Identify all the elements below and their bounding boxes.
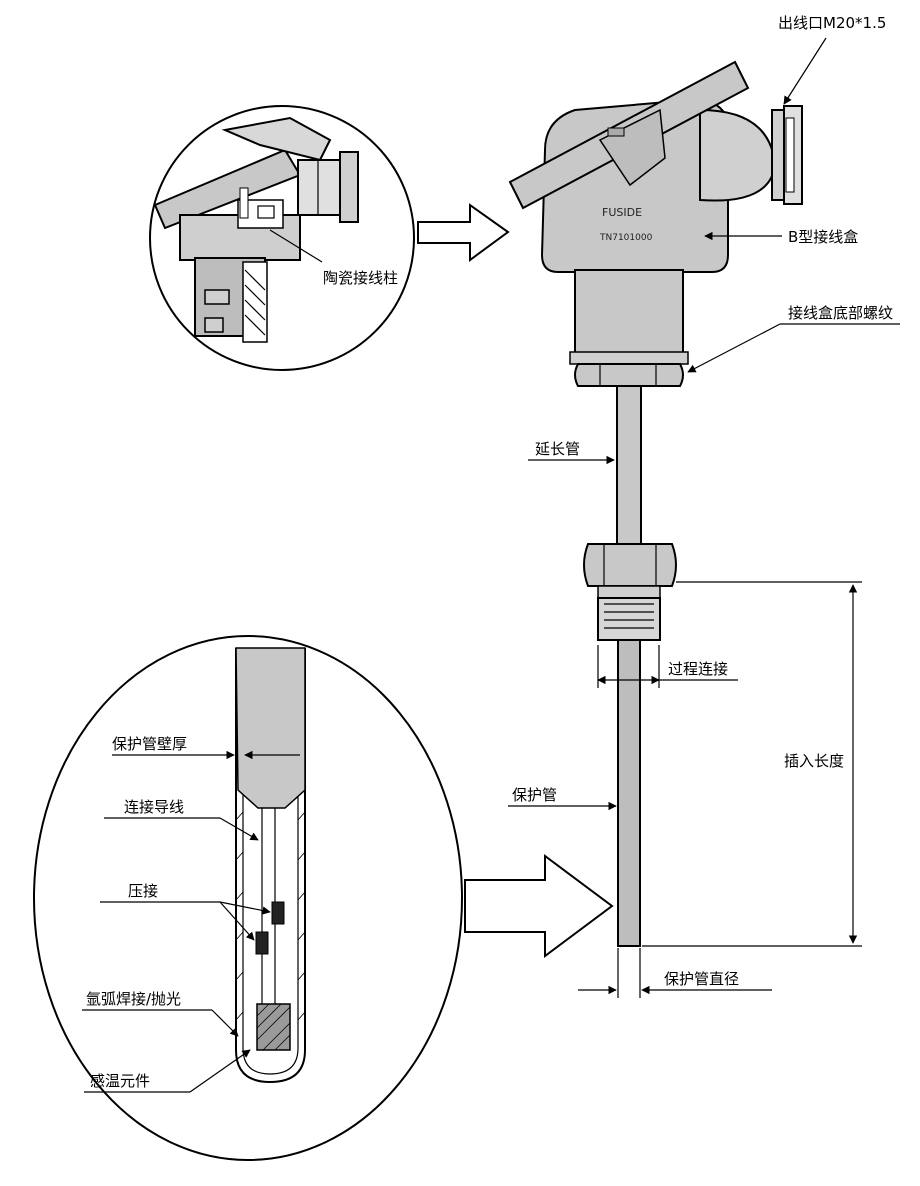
lead-wire-label: 连接导线	[124, 798, 184, 816]
junction-box-detail-circle: 陶瓷接线柱	[149, 105, 415, 371]
wall-thickness-callout: 保护管壁厚	[112, 735, 300, 760]
protection-tube-diameter-label: 保护管直径	[664, 970, 739, 988]
bottom-detail-arrow	[464, 854, 614, 958]
protection-tube	[617, 639, 641, 947]
protection-tube-label: 保护管	[512, 786, 557, 804]
extension-tube-callout: 延长管	[528, 440, 615, 465]
insertion-length-dimension: 插入长度	[642, 581, 862, 947]
wall-thickness-label: 保护管壁厚	[112, 735, 187, 753]
process-connection-callout: 过程连接	[597, 645, 738, 688]
argon-weld-callout: 氩弧焊接/抛光	[82, 990, 239, 1037]
model-text: TN7101000	[599, 233, 653, 243]
top-detail-arrow	[417, 203, 510, 262]
tube-tip-detail-circle: 保护管壁厚 连接导线 压接 氩弧焊接/抛光 感温元件	[33, 635, 463, 1161]
process-connection-label: 过程连接	[668, 660, 728, 678]
box-bottom-thread-label: 接线盒底部螺纹	[788, 304, 893, 322]
extension-tube-label: 延长管	[535, 440, 580, 458]
insertion-length-label: 插入长度	[784, 752, 844, 770]
ceramic-terminal-label: 陶瓷接线柱	[323, 269, 398, 287]
cable-gland	[771, 105, 803, 205]
crimp-label: 压接	[128, 882, 158, 900]
protection-tube-diameter-dimension: 保护管直径	[578, 948, 772, 998]
crimp-sleeve-upper	[271, 901, 285, 925]
sensing-element-callout: 感温元件	[84, 1049, 251, 1093]
box-type-callout: B型接线盒	[704, 228, 858, 246]
outlet-callout: 出线口M20*1.5	[778, 14, 886, 105]
outlet-label: 出线口M20*1.5	[778, 14, 886, 32]
extension-tube	[616, 385, 642, 545]
ceramic-terminal-block	[237, 187, 284, 229]
junction-box: FUSIDE TN7101000	[508, 60, 777, 387]
cutaway-cable-gland	[297, 151, 359, 223]
tip-filler	[235, 647, 306, 809]
crimp-callout: 压接	[100, 882, 271, 941]
box-bottom-thread-callout: 接线盒底部螺纹	[687, 304, 900, 373]
sensing-element-label: 感温元件	[90, 1072, 150, 1090]
argon-weld-label: 氩弧焊接/抛光	[86, 990, 181, 1008]
crimp-sleeve-lower	[255, 931, 269, 955]
lead-wire-callout: 连接导线	[104, 798, 259, 841]
box-type-label: B型接线盒	[788, 228, 858, 246]
brand-text: FUSIDE	[602, 206, 642, 219]
sensing-element	[256, 1003, 291, 1051]
process-connection	[583, 543, 677, 641]
protection-tube-callout: 保护管	[508, 786, 617, 811]
